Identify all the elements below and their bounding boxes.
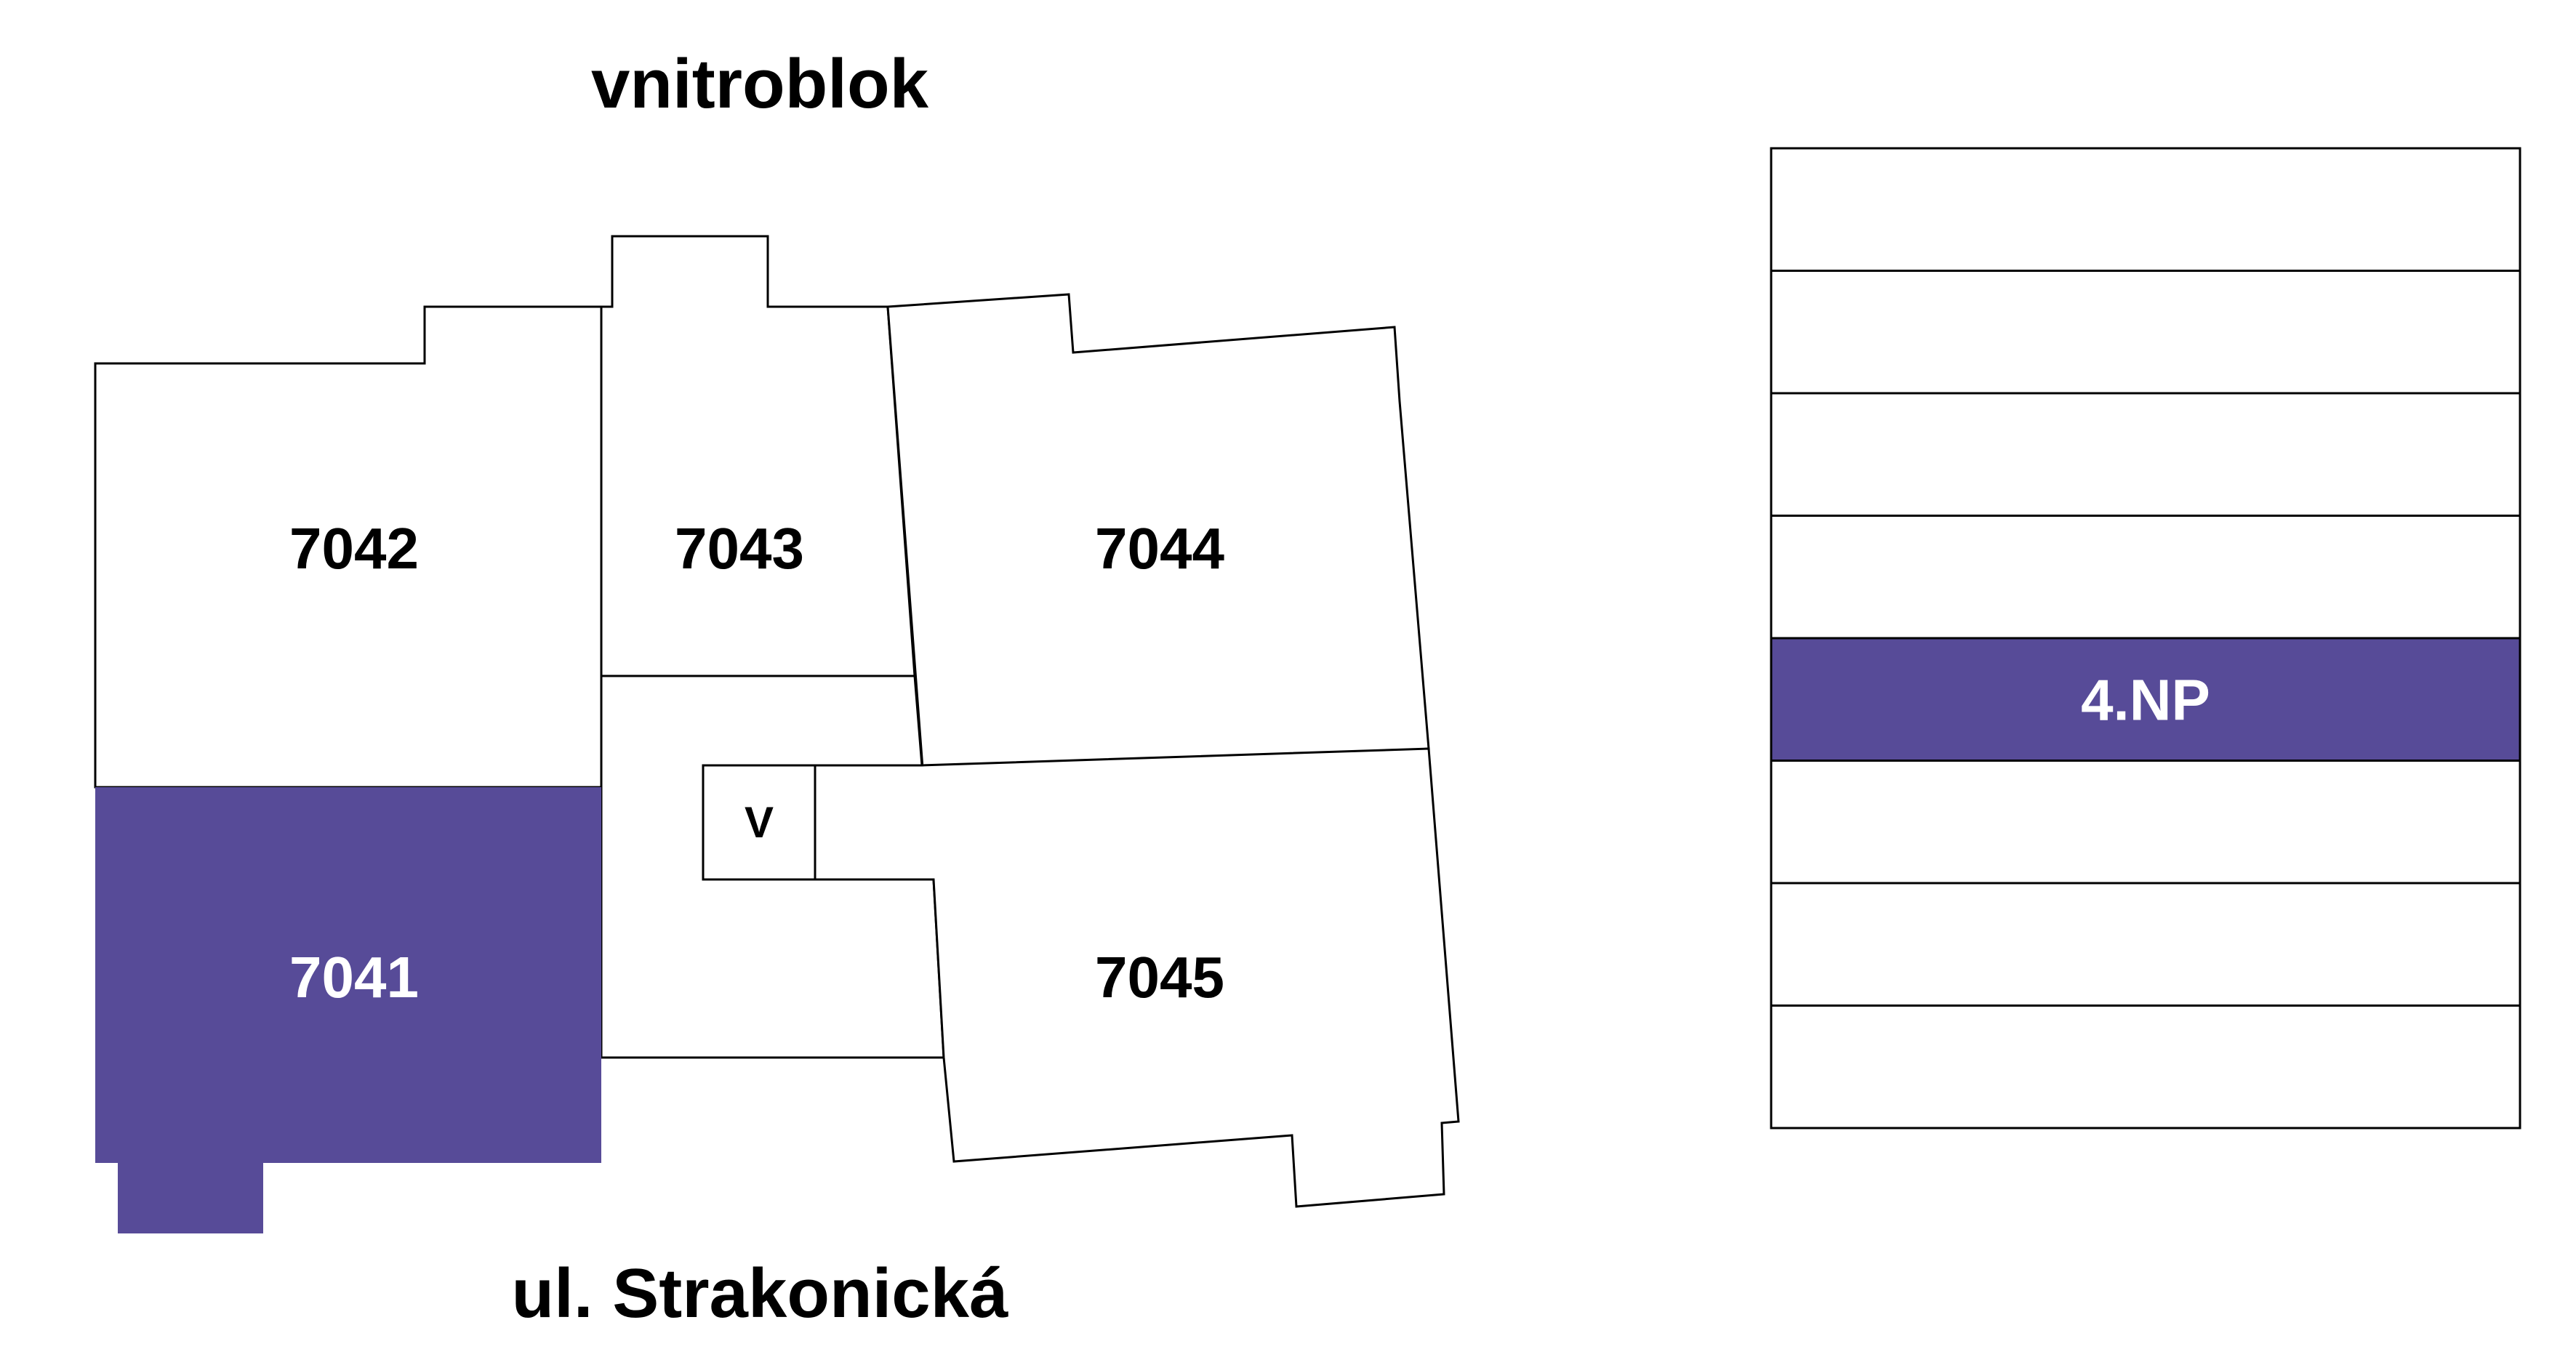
floor-row-7[interactable]	[1770, 882, 2521, 1007]
floor-row-2[interactable]	[1770, 270, 2521, 395]
unit-7042[interactable]: 7042	[94, 305, 603, 789]
floor-row-box	[1770, 392, 2521, 517]
floor-row-4[interactable]	[1770, 515, 2521, 640]
floor-row-8[interactable]	[1770, 1004, 2521, 1130]
unit-7044-label: 7044	[1095, 516, 1224, 581]
floor-row-3[interactable]	[1770, 392, 2521, 517]
floor-row-box	[1770, 515, 2521, 640]
floor-row-box	[1770, 1004, 2521, 1130]
floor-row-box	[1770, 882, 2521, 1007]
unit-7042-label: 7042	[289, 516, 419, 581]
unit-7041-label: 7041	[289, 945, 419, 1010]
floor-selector: 4.NP	[1770, 147, 2521, 1130]
unit-7045[interactable]: 7045	[814, 747, 1460, 1208]
floor-row-box	[1770, 760, 2521, 885]
floor-row-5[interactable]: 4.NP	[1770, 637, 2521, 762]
floor-row-6[interactable]	[1770, 760, 2521, 885]
unit-7041[interactable]: 7041	[95, 787, 601, 1233]
floor-row-box	[1770, 270, 2521, 395]
street-label: ul. Strakonická	[512, 1255, 1009, 1332]
elevator-label: V	[745, 798, 774, 847]
elevator: V	[702, 764, 816, 881]
floor-row-box	[1770, 147, 2521, 272]
unit-7045-label: 7045	[1095, 945, 1224, 1010]
unit-7043[interactable]: 7043	[600, 235, 916, 677]
floor-label: 4.NP	[2081, 667, 2210, 732]
unit-7043-label: 7043	[675, 516, 804, 581]
courtyard-label: vnitroblok	[591, 45, 929, 123]
unit-7044[interactable]: 7044	[886, 293, 1430, 789]
floor-row-1[interactable]	[1770, 147, 2521, 272]
